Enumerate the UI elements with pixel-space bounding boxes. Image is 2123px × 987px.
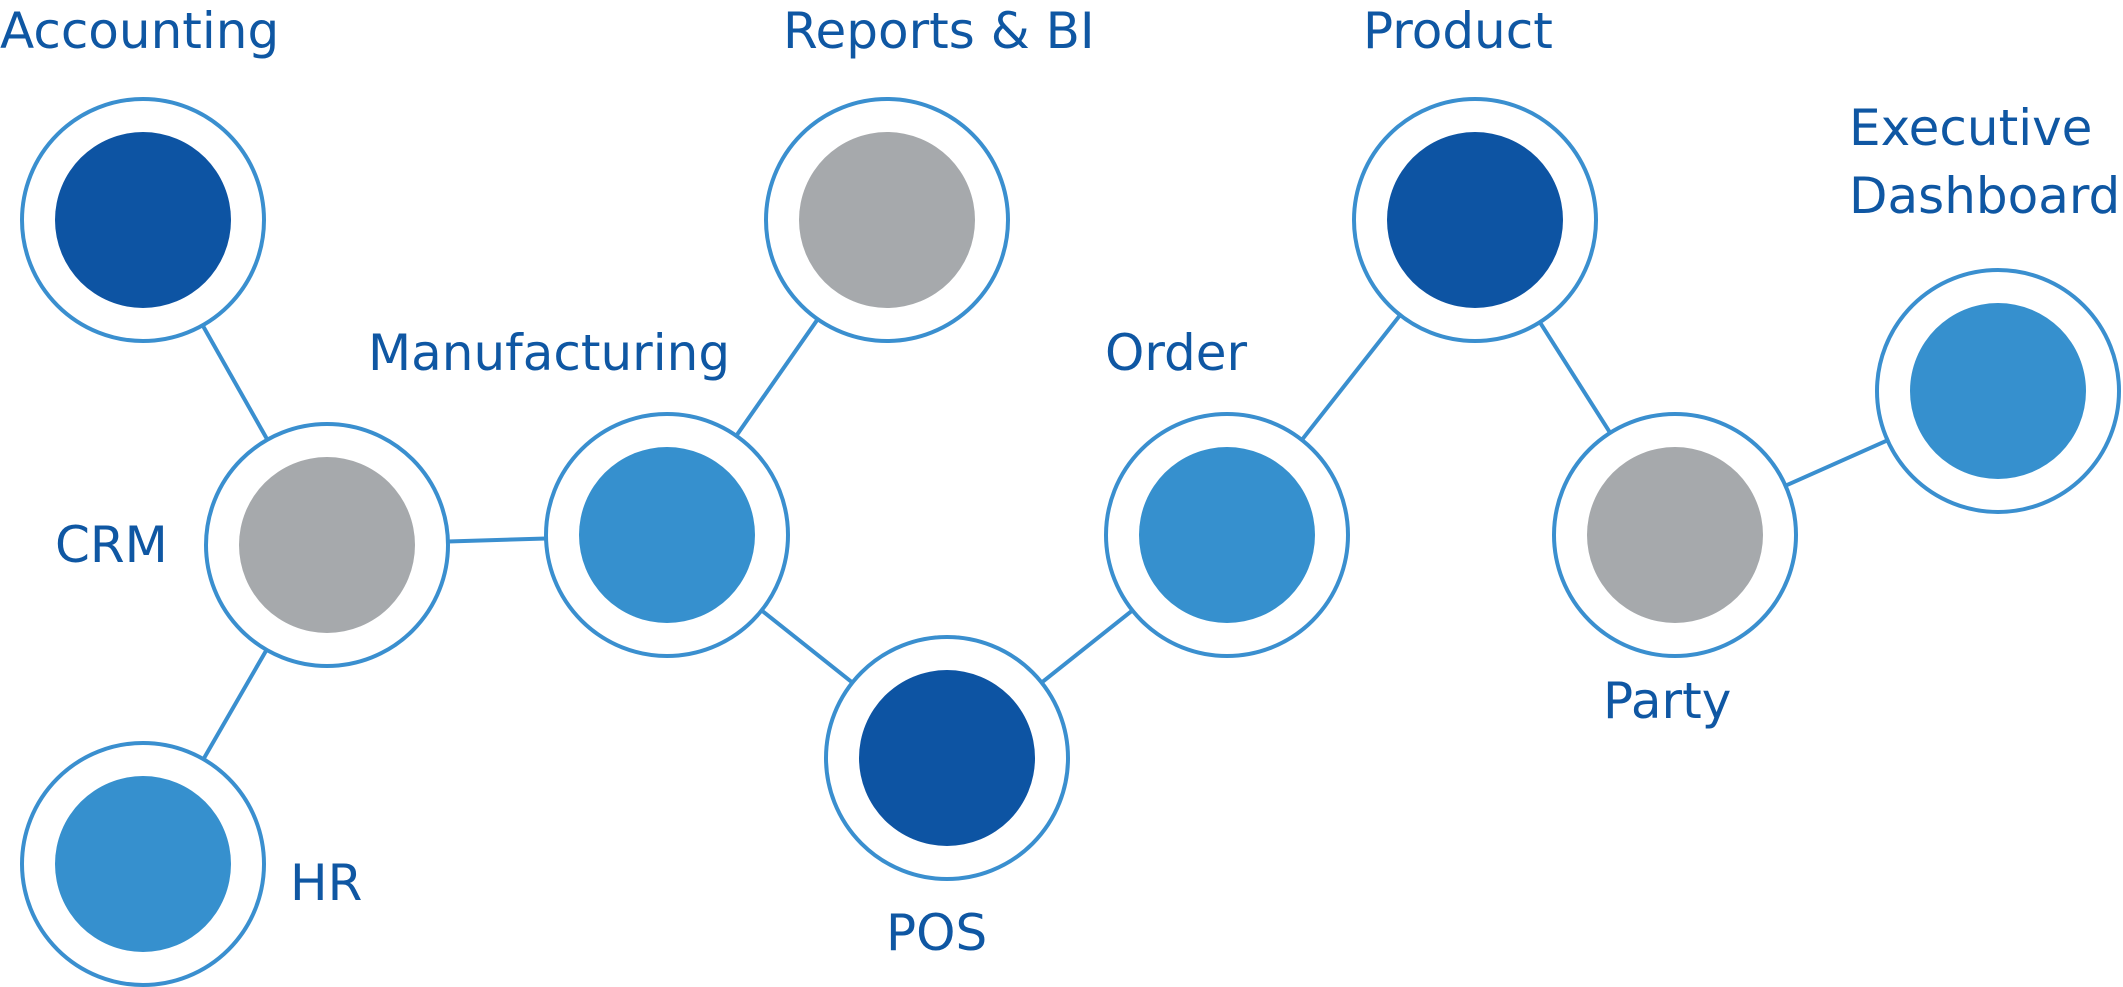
node-label-executive-line-1: Executive	[1849, 99, 2092, 157]
node-manufacturing	[544, 412, 790, 658]
node-crm	[204, 422, 450, 668]
connector-manufacturing-pos	[760, 608, 854, 685]
node-label-order: Order	[1105, 324, 1248, 382]
node-label-pos: POS	[886, 904, 987, 962]
node-label-executive-line-2: Dashboard	[1849, 167, 2120, 225]
connector-pos-order	[1040, 608, 1134, 685]
node-order	[1104, 412, 1350, 658]
node-core	[1139, 447, 1315, 623]
node-label-executive-dashboard: Executive Dashboard	[1849, 99, 2120, 225]
module-nodes	[20, 97, 2121, 987]
connector-order-product	[1300, 313, 1402, 442]
node-core	[799, 132, 975, 308]
connector-manufacturing-reports	[734, 318, 820, 437]
node-reports	[764, 97, 1010, 343]
node-label-reports-bi: Reports & BI	[783, 2, 1095, 60]
node-core	[55, 132, 231, 308]
node-label-product: Product	[1363, 2, 1553, 60]
node-product	[1352, 97, 1598, 343]
connector-lines	[200, 313, 1889, 761]
connector-crm-manufacturing	[447, 536, 547, 544]
connector-party-executive	[1784, 438, 1889, 488]
node-label-hr: HR	[290, 854, 362, 912]
node-party	[1552, 412, 1798, 658]
node-core	[1387, 132, 1563, 308]
node-core	[55, 776, 231, 952]
node-label-manufacturing: Manufacturing	[368, 324, 730, 382]
node-executive	[1875, 268, 2121, 514]
module-labels: Accounting CRM HR Manufacturing Reports …	[0, 2, 2120, 962]
connector-crm-hr	[201, 648, 269, 761]
node-core	[1587, 447, 1763, 623]
node-pos	[824, 635, 1070, 881]
connector-accounting-crm	[200, 324, 270, 441]
node-label-accounting: Accounting	[0, 2, 279, 60]
node-core	[859, 670, 1035, 846]
node-core	[1910, 303, 2086, 479]
connector-product-party	[1538, 321, 1612, 434]
node-accounting	[20, 97, 266, 343]
node-hr	[20, 741, 266, 987]
node-core	[579, 447, 755, 623]
node-core	[239, 457, 415, 633]
node-label-party: Party	[1603, 672, 1731, 730]
node-label-crm: CRM	[55, 516, 168, 574]
